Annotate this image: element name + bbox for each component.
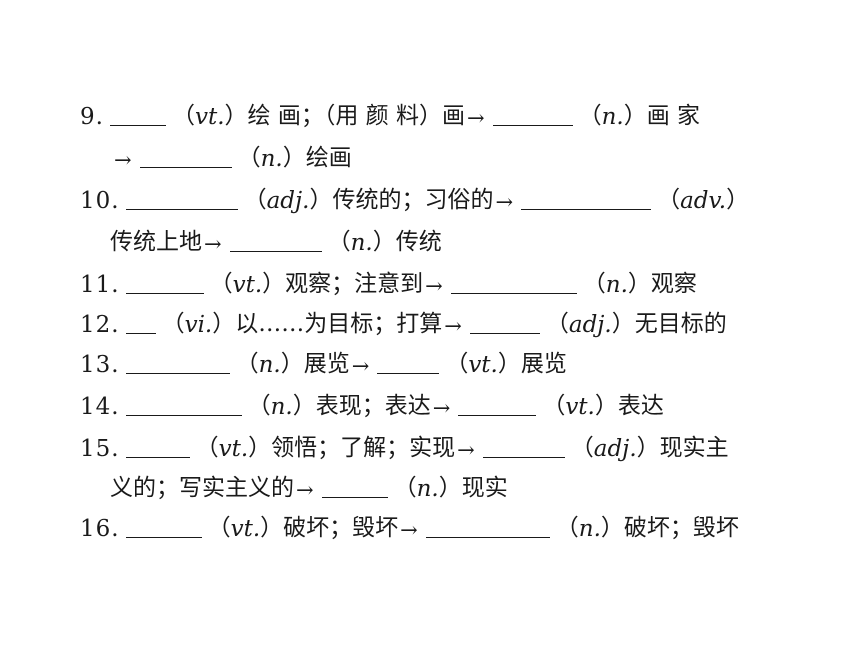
item-number: 12. <box>80 312 120 338</box>
answer-blank[interactable] <box>125 389 242 416</box>
answer-blank[interactable] <box>469 307 540 334</box>
arrow-icon: → <box>495 190 514 214</box>
item-11-line: 11. （vt.）观察；注意到 → （n.）观察 <box>80 264 697 298</box>
arrow-icon: → <box>351 354 370 378</box>
answer-blank[interactable] <box>109 99 166 126</box>
answer-blank[interactable] <box>125 511 202 538</box>
answer-blank[interactable] <box>425 511 550 538</box>
item-15-line-1: 15. （vt.）领悟；了解；实现 → （adj.）现实主 <box>80 428 729 462</box>
answer-blank[interactable] <box>125 307 156 334</box>
item-10-line-1: 10. （adj.）传统的；习俗的 → （adv.） <box>80 180 749 214</box>
arrow-icon: → <box>204 232 222 256</box>
item-number: 11. <box>80 272 120 298</box>
answer-blank[interactable] <box>377 347 440 374</box>
item-number: 14. <box>80 394 120 420</box>
answer-blank[interactable] <box>139 141 232 168</box>
item-number: 10. <box>80 188 120 214</box>
arrow-icon: → <box>425 274 443 298</box>
arrow-icon: → <box>466 106 485 130</box>
item-13-line: 13. （n.）展览 → （vt.）展览 <box>80 344 567 378</box>
arrow-icon: → <box>432 396 451 420</box>
item-12-line: 12. （vi.）以……为目标；打算 → （adj.）无目标的 <box>80 304 727 338</box>
answer-blank[interactable] <box>450 267 577 294</box>
answer-blank[interactable] <box>492 99 573 126</box>
answer-blank[interactable] <box>125 347 230 374</box>
arrow-icon: → <box>400 518 418 542</box>
answer-blank[interactable] <box>482 431 565 458</box>
item-10-line-2: 传统上地 → （n.）传统 <box>110 222 442 256</box>
arrow-icon: → <box>444 314 462 338</box>
answer-blank[interactable] <box>125 431 190 458</box>
item-9-line-1: 9. （vt.）绘 画；（用 颜 料）画 → （n.）画 家 <box>80 96 700 130</box>
item-number: 16. <box>80 516 120 542</box>
answer-blank[interactable] <box>521 183 652 210</box>
item-number: 9. <box>80 104 104 130</box>
answer-blank[interactable] <box>458 389 537 416</box>
answer-blank[interactable] <box>321 471 388 498</box>
item-number: 15. <box>80 436 120 462</box>
answer-blank[interactable] <box>229 225 322 252</box>
item-16-line: 16. （vt.）破坏；毁坏 → （n.）破坏；毁坏 <box>80 508 739 542</box>
arrow-icon: → <box>296 478 314 502</box>
item-15-line-2: 义的；写实主义的 → （n.）现实 <box>110 468 508 502</box>
arrow-icon: → <box>114 148 132 172</box>
item-14-line: 14. （n.）表现；表达 → （vt.）表达 <box>80 386 664 420</box>
arrow-icon: → <box>457 438 475 462</box>
item-9-line-2: → （n.）绘画 <box>112 138 352 172</box>
answer-blank[interactable] <box>125 183 238 210</box>
answer-blank[interactable] <box>125 267 204 294</box>
item-number: 13. <box>80 352 120 378</box>
